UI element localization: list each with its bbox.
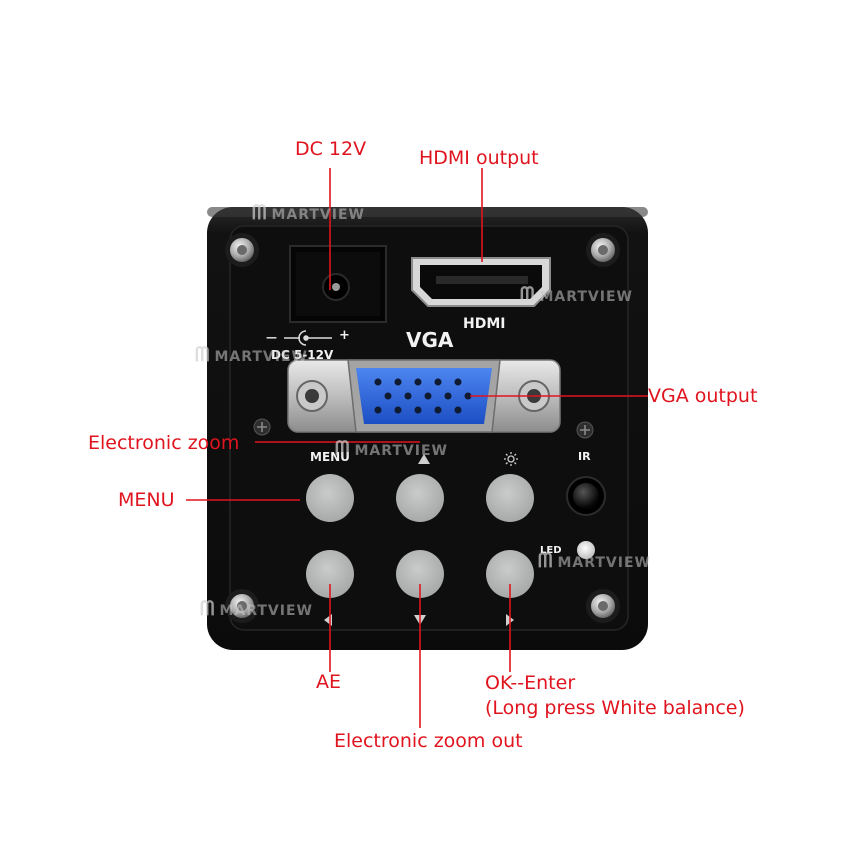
- menu-silk-label: MENU: [310, 450, 350, 464]
- screw-icon: [225, 233, 259, 267]
- ae-button[interactable]: [306, 550, 354, 598]
- led-silk-label: LED: [540, 545, 562, 556]
- dc-power-jack: [289, 245, 387, 323]
- led-indicator: [577, 541, 595, 559]
- m-logo-icon: ᗰ: [195, 342, 211, 366]
- zoom-out-button[interactable]: [396, 550, 444, 598]
- sun-icon: [504, 452, 518, 466]
- dc-rating-silk-label: DC 5-12V: [271, 348, 334, 362]
- hdmi-silk-label: HDMI: [463, 316, 506, 332]
- ir-silk-label: IR: [578, 450, 591, 463]
- polarity-symbol-icon: [284, 330, 332, 346]
- callout-dc-power: DC 12V: [295, 138, 367, 160]
- m-logo-icon: ᗰ: [252, 200, 268, 224]
- callout-ok-enter: OK--Enter: [485, 672, 576, 694]
- m-logo-icon: ᗰ: [335, 436, 351, 460]
- menu-button[interactable]: [306, 474, 354, 522]
- minus-silk-label: —: [266, 331, 277, 344]
- m-logo-icon: ᗰ: [200, 596, 216, 620]
- m-logo-icon: ᗰ: [520, 282, 536, 306]
- callout-ae: AE: [316, 671, 342, 693]
- callout-electronic-zoom: Electronic zoom: [88, 432, 240, 454]
- callout-menu: MENU: [118, 489, 175, 511]
- callout-vga-output: VGA output: [648, 385, 758, 407]
- vga-port: [287, 359, 561, 433]
- screw-icon: [225, 589, 259, 623]
- brightness-button[interactable]: [486, 474, 534, 522]
- callout-electronic-zoom-out: Electronic zoom out: [334, 730, 523, 752]
- ir-sensor: [566, 476, 606, 516]
- callout-hdmi-output: HDMI output: [419, 147, 539, 169]
- screw-icon: [576, 421, 594, 439]
- screw-icon: [253, 418, 271, 436]
- vga-silk-label: VGA: [406, 328, 454, 352]
- plus-silk-label: +: [339, 328, 350, 343]
- screw-icon: [586, 233, 620, 267]
- screw-icon: [586, 589, 620, 623]
- ok-enter-button[interactable]: [486, 550, 534, 598]
- up-arrow-icon: [418, 454, 430, 464]
- callout-white-balance: (Long press White balance): [485, 697, 745, 719]
- hdmi-port: [411, 257, 551, 307]
- callout-lines: [186, 168, 648, 728]
- zoom-in-button[interactable]: [396, 474, 444, 522]
- m-logo-icon: ᗰ: [538, 548, 554, 572]
